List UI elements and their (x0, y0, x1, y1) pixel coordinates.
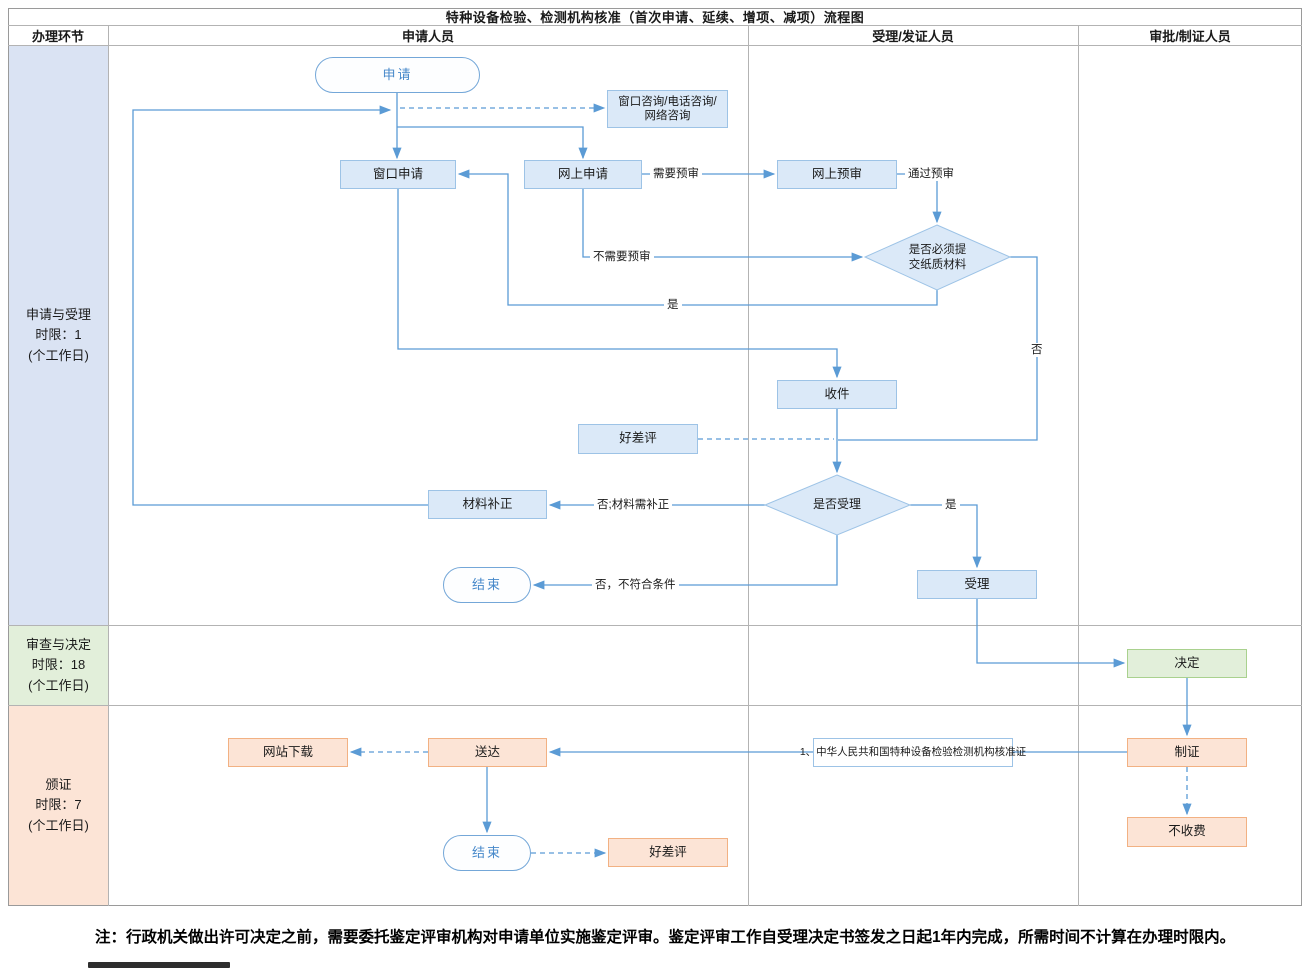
lane-unit: (个工作日) (28, 677, 89, 693)
column-header-approver: 审批/制证人员 (1149, 28, 1231, 44)
lane-name: 颁证 (45, 777, 72, 793)
node-material-correction: 材料补正 (428, 490, 547, 519)
diamond-paper-material-label: 是否必须提 交纸质材料 (890, 240, 985, 276)
label-pass-preview: 通过预审 (905, 167, 957, 181)
lane-unit: (个工作日) (28, 817, 89, 833)
node-online-preview: 网上预审 (777, 160, 897, 189)
lane-label-review-decide: 审查与决定 时限：18 (个工作日) (9, 626, 108, 705)
node-window-apply: 窗口申请 (340, 160, 456, 189)
lane-label-issue-cert: 颁证 时限：7 (个工作日) (9, 706, 108, 905)
grid-col-divider-1 (108, 25, 109, 906)
column-header-acceptor: 受理/发证人员 (872, 28, 954, 44)
diamond-paper-line1: 是否必须提 (908, 244, 967, 257)
grid-col-divider-2 (748, 25, 749, 906)
flowchart-frame (8, 8, 1302, 906)
lane-name: 审查与决定 (25, 637, 91, 653)
node-evaluation-1: 好差评 (578, 424, 698, 454)
consultation-line2: 网络咨询 (644, 110, 691, 122)
column-header-stage: 办理环节 (31, 28, 84, 44)
clipped-content-fragment (88, 962, 230, 968)
node-evaluation-2: 好差评 (608, 838, 728, 867)
node-online-apply: 网上申请 (524, 160, 642, 189)
node-apply: 申请 (315, 57, 480, 93)
lane-limit: 时限：18 (31, 657, 86, 673)
node-make-certificate: 制证 (1127, 738, 1247, 767)
label-no-need-preview: 不需要预审 (590, 250, 654, 264)
node-end-1: 结束 (443, 567, 531, 603)
grid-col-divider-3 (1078, 25, 1079, 906)
lane-name: 申请与受理 (25, 307, 91, 323)
footnote: 注：行政机关做出许可决定之前，需要委托鉴定评审机构对申请单位实施鉴定评审。鉴定评… (95, 929, 1236, 946)
diagram-title: 特种设备检验、检测机构核准（首次申请、延续、增项、减项）流程图 (445, 10, 865, 25)
diamond-accept-label: 是否受理 (812, 497, 861, 512)
node-accept: 受理 (917, 570, 1037, 599)
lane-unit: (个工作日) (28, 347, 89, 363)
node-consultation: 窗口咨询/电话咨询/ 网络咨询 (607, 90, 728, 128)
column-header-applicant: 申请人员 (401, 28, 454, 44)
diamond-paper-line2: 交纸质材料 (908, 259, 967, 271)
lane-limit: 时限：7 (35, 797, 82, 813)
node-decide: 决定 (1127, 649, 1247, 678)
grid-header-divider (8, 45, 1302, 46)
grid-lane-divider-2 (8, 705, 1302, 706)
lane-limit: 时限：1 (35, 327, 82, 343)
label-need-preview: 需要预审 (650, 167, 702, 181)
node-certificate: 1、中华人民共和国特种设备检验检测机构核准证 (800, 738, 1026, 767)
label-not-accept-end: 否，不符合条件 (592, 578, 679, 592)
lane-label-apply-accept: 申请与受理 时限：1 (个工作日) (9, 46, 108, 625)
label-accept-yes: 是 (942, 498, 960, 512)
grid-title-divider (8, 25, 1302, 26)
label-paper-yes: 是 (664, 298, 682, 312)
consultation-line1: 窗口咨询/电话咨询/ (618, 95, 717, 108)
grid-lane-divider-1 (8, 625, 1302, 626)
label-not-accept-fix: 否;材料需补正 (594, 498, 673, 512)
label-paper-no: 否 (1028, 343, 1046, 357)
node-website-download: 网站下载 (228, 738, 348, 767)
node-no-fee: 不收费 (1127, 817, 1247, 847)
node-deliver: 送达 (428, 738, 547, 767)
node-end-2: 结束 (443, 835, 531, 871)
node-receive: 收件 (777, 380, 897, 409)
